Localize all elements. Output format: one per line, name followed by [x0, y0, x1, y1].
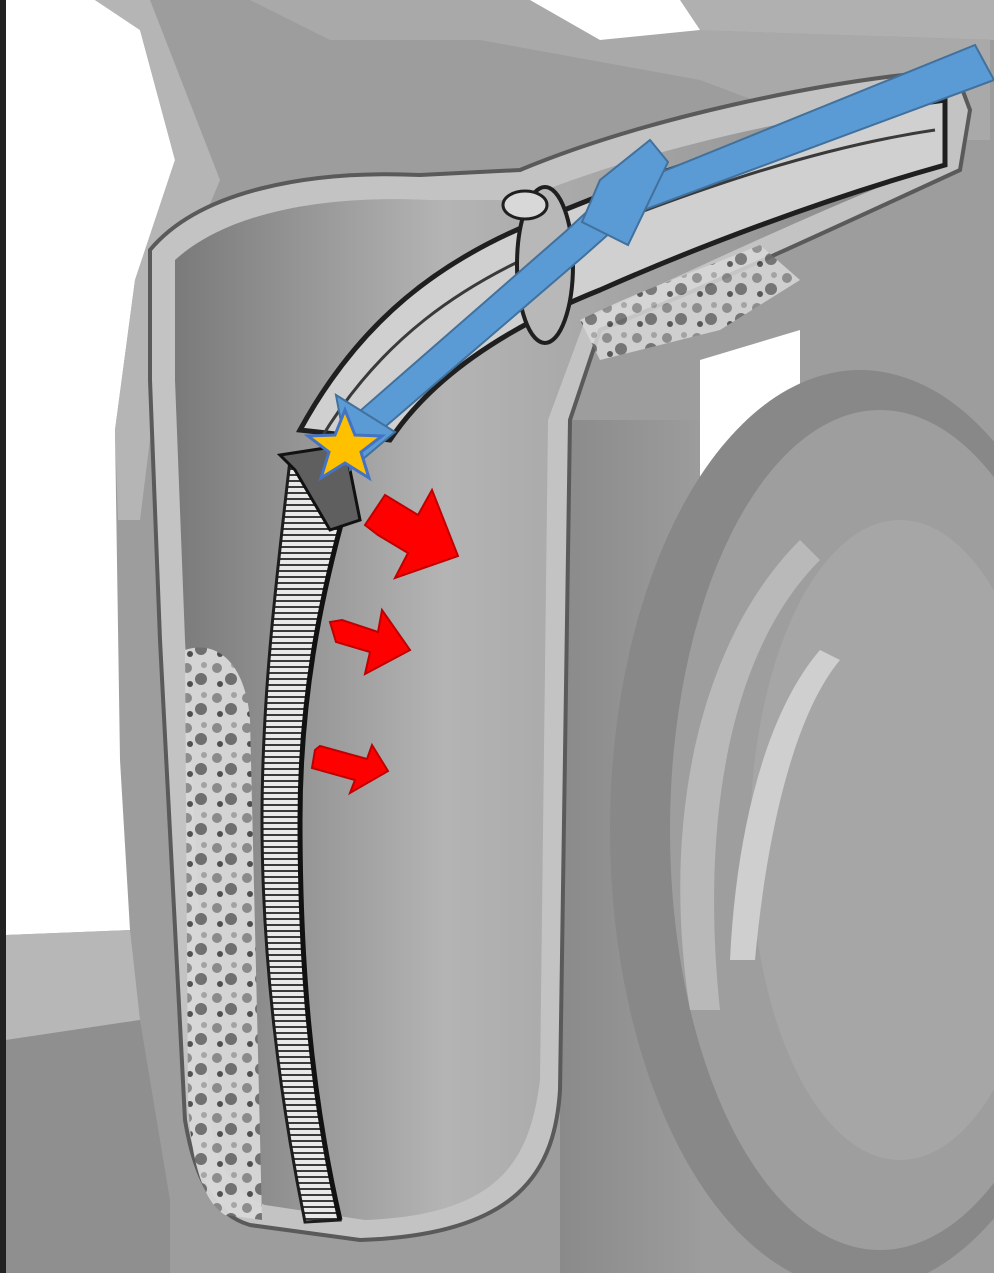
- lower-left-panel: [6, 1020, 170, 1273]
- duct-fitting-top: [503, 191, 547, 219]
- window-opening-left: [6, 25, 120, 925]
- left-border-line: [0, 0, 6, 1273]
